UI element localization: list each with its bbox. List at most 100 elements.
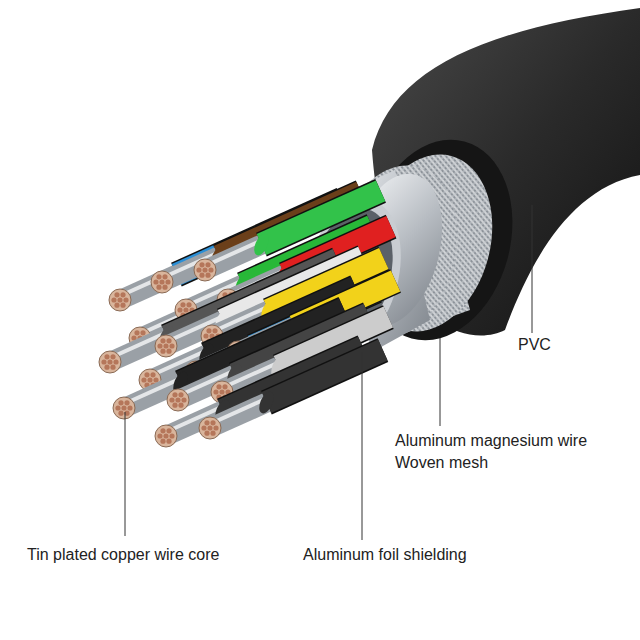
copper-strand [210, 420, 215, 425]
copper-strand [134, 330, 139, 335]
copper-strand [156, 285, 161, 290]
copper-core [199, 417, 221, 439]
copper-strand [114, 292, 119, 297]
copper-strand [121, 405, 126, 410]
copper-strand [172, 403, 177, 408]
copper-strand [196, 267, 201, 272]
copper-strand [104, 365, 109, 370]
copper-strand [157, 343, 162, 348]
copper-strand [147, 377, 152, 382]
insulation-end [251, 232, 271, 258]
copper-strand [216, 384, 221, 389]
copper-strand [207, 425, 212, 430]
copper-strand [141, 377, 146, 382]
copper-strand [153, 279, 158, 284]
copper-strand [201, 425, 206, 430]
wire-outline [266, 350, 382, 402]
copper-strand [177, 307, 182, 312]
copper-strand [159, 279, 164, 284]
leader-line [362, 352, 363, 540]
copper-strand [117, 297, 122, 302]
copper-strand [118, 400, 123, 405]
copper-strand [205, 262, 210, 267]
copper-strand [123, 297, 128, 302]
copper-strand [162, 285, 167, 290]
copper-strand [205, 273, 210, 278]
copper-strand [150, 372, 155, 377]
copper-strand [162, 274, 167, 279]
copper-strand [104, 354, 109, 359]
copper-core [99, 351, 121, 373]
copper-strand [127, 405, 132, 410]
wire-strands [162, 253, 218, 278]
copper-strand [115, 405, 120, 410]
copper-strand [160, 428, 165, 433]
copper-strand [163, 433, 168, 438]
copper-strand [210, 431, 215, 436]
copper-strand [181, 397, 186, 402]
copper-strand [169, 433, 174, 438]
copper-strand [111, 297, 116, 302]
copper-strand [219, 389, 224, 394]
wire-strands [205, 241, 261, 266]
part-label: PVC [518, 334, 551, 356]
copper-strand [199, 262, 204, 267]
copper-strand [165, 279, 170, 284]
copper-strand [156, 274, 161, 279]
copper-strand [206, 328, 211, 333]
copper-strand [166, 428, 171, 433]
copper-core [167, 389, 189, 411]
copper-strand [107, 359, 112, 364]
wire-strands [210, 399, 266, 424]
copper-strand [114, 303, 119, 308]
copper-core [151, 271, 173, 293]
copper-strand [160, 349, 165, 354]
copper-strand [120, 292, 125, 297]
copper-strand [169, 397, 174, 402]
part-label: Aluminum magnesium wire Woven mesh [395, 430, 600, 474]
copper-strand [163, 343, 168, 348]
copper-strand [101, 359, 106, 364]
leader-line [125, 412, 126, 536]
copper-strand [183, 307, 188, 312]
copper-strand [199, 273, 204, 278]
insulation-end [256, 390, 276, 416]
copper-strand [113, 359, 118, 364]
copper-strand [160, 439, 165, 444]
copper-core [155, 425, 177, 447]
copper-strand [203, 333, 208, 338]
copper-strand [124, 400, 129, 405]
wire-strands [120, 271, 176, 296]
copper-strand [157, 433, 162, 438]
copper-strand [166, 349, 171, 354]
leader-line [440, 338, 441, 426]
copper-strand [175, 397, 180, 402]
copper-strand [169, 343, 174, 348]
copper-strand [118, 411, 123, 416]
copper-strand [204, 431, 209, 436]
copper-strand [178, 392, 183, 397]
copper-strand [140, 330, 145, 335]
copper-strand [120, 303, 125, 308]
copper-strand [213, 425, 218, 430]
copper-strand [178, 403, 183, 408]
copper-core [113, 397, 135, 419]
part-label: Tin plated copper wire core [27, 544, 219, 566]
copper-strand [110, 365, 115, 370]
copper-strand [172, 392, 177, 397]
leader-line [532, 205, 533, 333]
copper-core [109, 289, 131, 311]
copper-strand [144, 372, 149, 377]
copper-strand [222, 384, 227, 389]
copper-strand [202, 267, 207, 272]
copper-strand [180, 302, 185, 307]
part-label: Aluminum foil shielding [303, 544, 467, 566]
copper-strand [160, 338, 165, 343]
copper-strand [204, 420, 209, 425]
copper-core [155, 335, 177, 357]
copper-strand [110, 354, 115, 359]
wire-bundle [99, 191, 396, 447]
copper-strand [212, 328, 217, 333]
